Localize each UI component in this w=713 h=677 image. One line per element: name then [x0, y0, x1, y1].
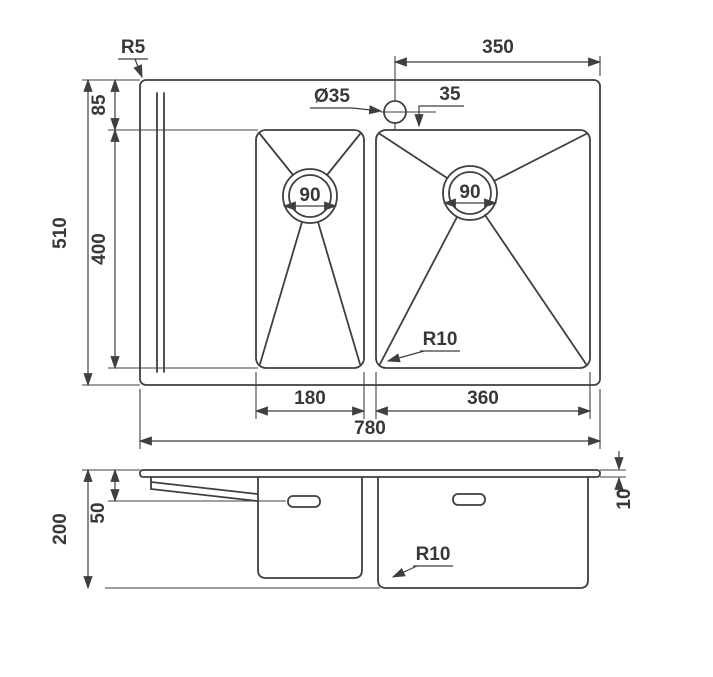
label-10: 10: [614, 488, 635, 509]
small-bowl-profile: [257, 476, 363, 579]
large-bowl: [375, 129, 591, 369]
label-360: 360: [467, 388, 499, 409]
label-400: 400: [89, 233, 110, 265]
side-view-dimension-lines: [83, 451, 624, 590]
side-view-leader-lines: [391, 565, 453, 578]
top-view-leader-lines: [118, 58, 464, 363]
label-510: 510: [50, 217, 71, 249]
label-180: 180: [294, 388, 326, 409]
large-drain-outer: [442, 165, 498, 221]
overflow-hole-left: [287, 495, 321, 508]
label-hole-diameter: Ø35: [314, 86, 350, 107]
label-50: 50: [88, 502, 109, 523]
label-780: 780: [354, 418, 386, 439]
small-bowl: [255, 129, 365, 369]
label-drain-right: 90: [459, 182, 480, 203]
top-view-dimension-lines: [83, 57, 602, 446]
label-85: 85: [89, 94, 110, 116]
label-drain-left: 90: [299, 185, 320, 206]
small-drain-inner: [288, 174, 332, 218]
label-200: 200: [50, 513, 71, 545]
small-drain-outer: [282, 168, 338, 224]
rim-profile: [139, 469, 601, 478]
label-corner-radius: R5: [121, 37, 146, 58]
side-view: 200 50 10 R10: [50, 451, 635, 590]
side-view-extension-lines: [82, 469, 626, 589]
label-bowl-radius-top: R10: [423, 329, 458, 350]
sink-outline: [139, 79, 601, 386]
label-bowl-radius-side: R10: [416, 544, 451, 565]
drainboard-edge-lines: [156, 92, 165, 373]
label-350: 350: [482, 37, 514, 58]
small-bowl-corner-lines: [259, 133, 361, 365]
label-35: 35: [439, 84, 461, 105]
large-drain-inner: [448, 171, 492, 215]
drainboard-profile: [150, 476, 258, 502]
overflow-hole-right: [452, 493, 486, 506]
top-view: R5 350 Ø35 35 85 400 510 90 90 R10 180 3…: [50, 37, 602, 449]
large-bowl-profile: [377, 476, 589, 589]
large-bowl-corner-lines: [379, 133, 587, 365]
